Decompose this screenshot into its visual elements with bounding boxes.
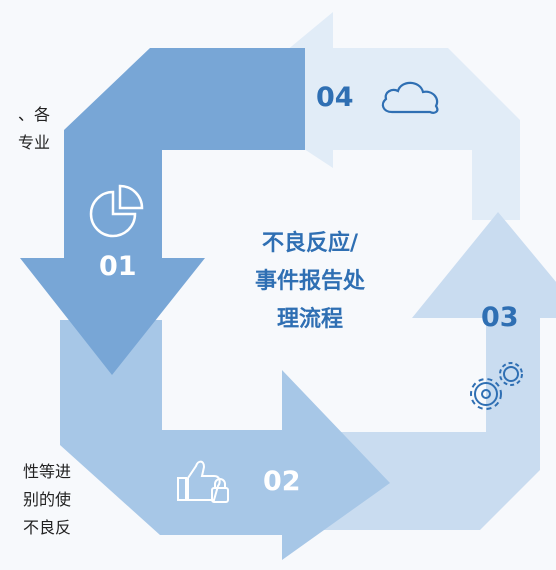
center-title-line-2: 事件报告处 xyxy=(254,269,365,294)
pie-chart-icon xyxy=(89,184,144,238)
left-bottom-text: 性等进 别的使 不良反 xyxy=(7,458,71,542)
center-title-line-3: 理流程 xyxy=(276,307,343,332)
left-top-line-1: 、各 xyxy=(18,105,51,124)
cloud-icon xyxy=(381,81,439,114)
left-bottom-line-1: 性等进 xyxy=(22,462,71,481)
left-top-text: 、各 专业 xyxy=(18,101,51,157)
arrow-01 xyxy=(20,48,305,375)
left-top-line-2: 专业 xyxy=(18,133,51,152)
left-bottom-line-2: 别的使 xyxy=(22,490,71,509)
thumbs-up-lock-icon xyxy=(177,460,229,503)
step-number-03: 03 xyxy=(481,302,519,333)
center-title-line-1: 不良反应/ xyxy=(261,231,359,256)
gears-icon xyxy=(470,362,523,410)
arrow-03 xyxy=(300,212,556,530)
center-title: 不良反应/ 事件报告处 理流程 xyxy=(210,225,410,339)
step-number-04: 04 xyxy=(316,82,354,113)
arrow-02 xyxy=(60,320,390,560)
left-bottom-line-3: 不良反 xyxy=(22,518,71,537)
step-number-01: 01 xyxy=(99,251,137,282)
step-number-02: 02 xyxy=(263,466,301,497)
